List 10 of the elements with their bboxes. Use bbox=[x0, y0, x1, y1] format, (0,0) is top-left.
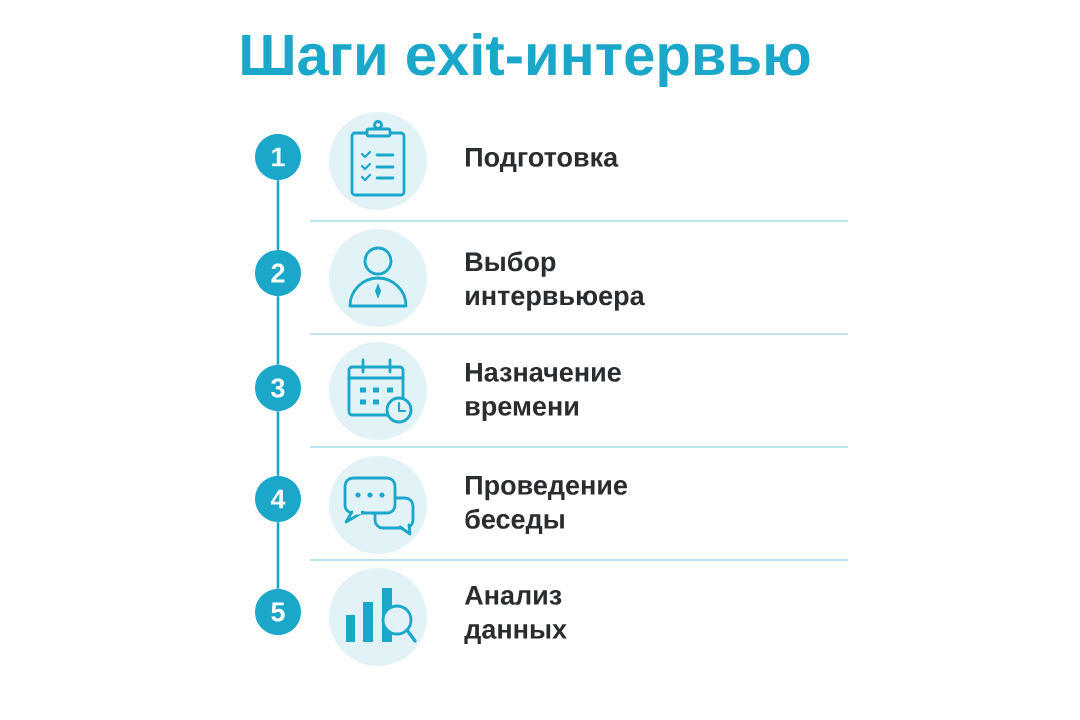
step-label: Выбор интервьюера bbox=[466, 251, 645, 311]
step-label: Проведение беседы bbox=[465, 476, 628, 534]
connector-line bbox=[276, 180, 280, 250]
connector-line bbox=[276, 411, 280, 476]
connector-line bbox=[276, 296, 280, 365]
step-label: Назначение времени bbox=[466, 362, 621, 422]
title: Шаги exit-интервью bbox=[242, 32, 810, 87]
step-label: Подготовка bbox=[466, 148, 619, 172]
step-label: Анализ данных bbox=[464, 586, 567, 644]
connector-line bbox=[276, 522, 280, 589]
